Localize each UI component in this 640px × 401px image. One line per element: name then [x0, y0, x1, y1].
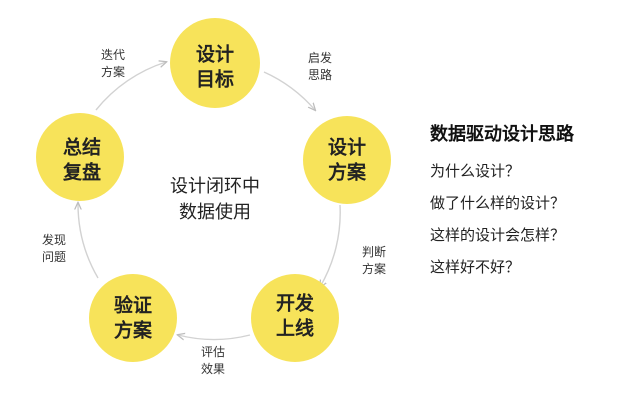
node-summarize-review-circle [36, 113, 124, 201]
edge-iterate-plan-line-2: 方案 [101, 64, 125, 79]
side-question: 这样好不好？ [430, 258, 521, 276]
arc-goal-to-plan [263, 71, 315, 110]
node-develop-launch-label-1: 开发 [276, 292, 315, 315]
node-verify-plan: 验证 方案 [89, 274, 177, 362]
side-question: 这样的设计会怎样？ [430, 226, 566, 244]
edge-iterate-plan-line-1: 迭代 [101, 48, 125, 62]
node-verify-plan-label-1: 验证 [114, 294, 152, 317]
edge-judge-plan: 判断 方案 [362, 244, 386, 276]
edge-judge-plan-line-2: 方案 [362, 261, 386, 276]
node-design-plan-circle [303, 116, 391, 204]
node-design-goal-label-2: 目标 [196, 69, 234, 91]
center-label-line-1: 设计闭环中 [170, 176, 260, 197]
edge-judge-plan-line-1: 判断 [362, 244, 386, 259]
edge-evaluate-effect-line-1: 评估 [201, 345, 225, 359]
node-design-goal-label-1: 设计 [196, 44, 234, 66]
arc-plan-to-launch [320, 204, 341, 287]
node-summarize-review: 总结 复盘 [36, 113, 124, 201]
edge-find-problem: 发现 问题 [42, 232, 66, 264]
node-design-goal: 设计 目标 [170, 18, 260, 108]
node-design-plan-label-2: 方案 [328, 161, 367, 184]
node-summarize-review-label-2: 复盘 [62, 161, 101, 184]
arc-launch-to-verify [178, 335, 251, 339]
node-summarize-review-label-1: 总结 [63, 136, 101, 159]
node-verify-plan-circle [89, 274, 177, 362]
node-verify-plan-label-2: 方案 [114, 319, 153, 342]
node-design-plan: 设计 方案 [303, 116, 391, 204]
center-label-line-2: 数据使用 [179, 202, 251, 223]
node-design-plan-label-1: 设计 [328, 137, 366, 159]
node-develop-launch: 开发 上线 [251, 274, 339, 362]
cycle-arcs [78, 62, 341, 339]
edge-inspire-thinking-line-2: 思路 [308, 67, 332, 82]
edge-find-problem-line-1: 发现 [42, 232, 66, 247]
edge-evaluate-effect: 评估 效果 [201, 345, 225, 376]
side-question: 为什么设计？ [430, 162, 521, 180]
side-panel: 数据驱动设计思路 为什么设计？ 做了什么样的设计？ 这样的设计会怎样？ 这样好不… [430, 120, 635, 288]
edge-evaluate-effect-line-2: 效果 [201, 361, 225, 376]
arc-summary-to-goal [95, 62, 166, 111]
edge-inspire-thinking-line-1: 启发 [308, 50, 332, 65]
side-question: 做了什么样的设计？ [430, 194, 566, 212]
arc-verify-to-summary [78, 203, 99, 279]
edge-inspire-thinking: 启发 思路 [308, 50, 332, 82]
side-title: 数据驱动设计思路 [430, 124, 574, 145]
edge-find-problem-line-2: 问题 [42, 250, 66, 264]
node-develop-launch-label-2: 上线 [276, 317, 314, 340]
edge-iterate-plan: 迭代 方案 [101, 48, 125, 79]
node-design-goal-circle [170, 18, 260, 108]
center-label: 设计闭环中 数据使用 [170, 176, 260, 223]
node-develop-launch-circle [251, 274, 339, 362]
